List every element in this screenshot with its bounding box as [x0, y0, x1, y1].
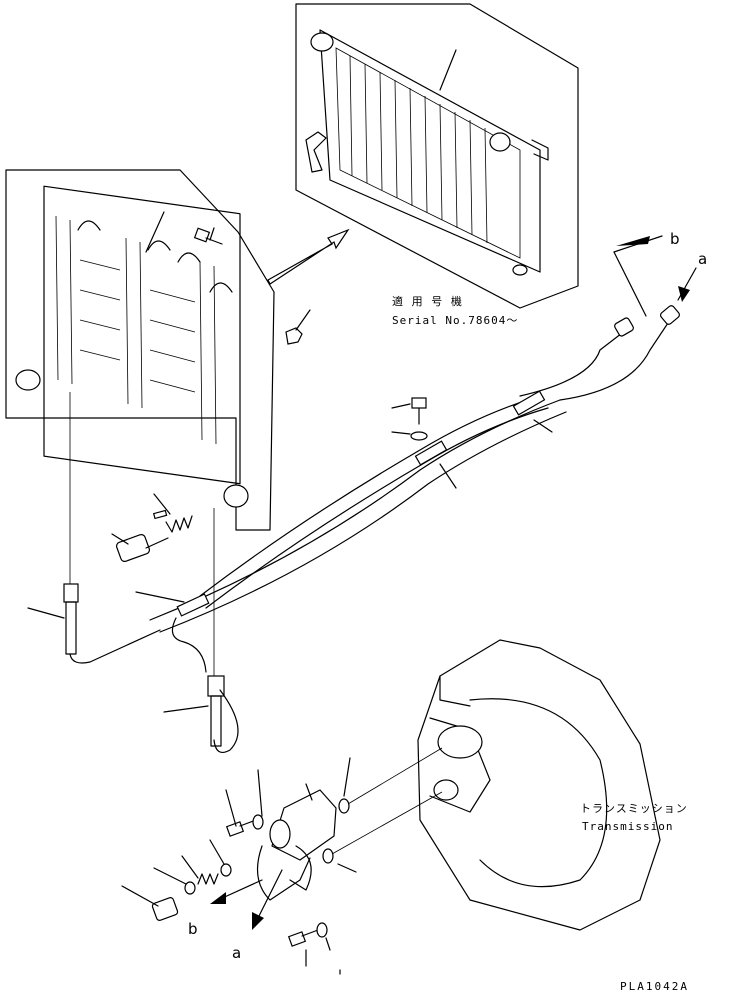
transmission-housing	[417, 639, 661, 931]
valve-body-assembly	[256, 783, 337, 901]
bolt-top	[193, 227, 223, 245]
bolt-lower-2	[287, 922, 341, 975]
serial-note-en: Serial No.78604～	[392, 314, 518, 327]
drawing-code: PLA1042A	[620, 980, 689, 993]
bolt-lower-1	[225, 769, 264, 837]
o-ring-upper	[338, 747, 443, 814]
transmission-label-en: Transmission	[582, 820, 673, 833]
cooler-tubes	[135, 395, 567, 673]
ref-arrow-a-bottom	[252, 869, 283, 930]
plug-lower	[121, 839, 232, 921]
inset-arrow-icon	[267, 228, 350, 285]
clamp-lower	[176, 593, 210, 617]
clamp-upper	[512, 390, 553, 433]
ref-label-a-bottom: a	[232, 944, 241, 962]
ref-label-a-top: a	[698, 250, 707, 268]
hose-center	[163, 508, 239, 753]
bolt-clamp	[391, 397, 428, 441]
drain-plug-assembly	[111, 493, 193, 563]
oil-cooler-main	[5, 169, 275, 531]
transmission-label-jp: トランスミッション	[580, 802, 688, 815]
o-ring-lower	[322, 791, 443, 873]
ref-arrow-b-bottom	[210, 879, 263, 904]
clamp-middle	[414, 440, 457, 489]
nut-right	[285, 309, 311, 345]
ref-label-b-top: b	[670, 230, 680, 248]
ref-label-b-bottom: b	[188, 920, 198, 938]
hose-upper-right	[519, 235, 697, 401]
hose-left	[27, 392, 161, 664]
serial-note-jp: 適 用 号 機	[392, 294, 463, 308]
inset-cooler-later-serial	[295, 3, 579, 309]
